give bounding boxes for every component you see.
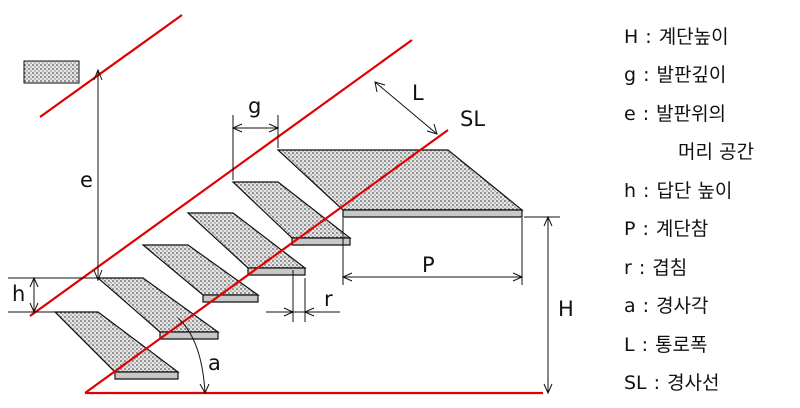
legend-item: e: 발판위의 (624, 99, 726, 126)
legend-item: P: 계단참 (624, 214, 708, 241)
legend-separator: : (653, 372, 661, 394)
label-e: e (80, 168, 93, 192)
tread-nosing-line (29, 39, 413, 317)
legend-text: 경사선 (667, 372, 720, 394)
ceiling-block (23, 60, 80, 84)
landing (276, 149, 524, 218)
legend-item: 머리 공간 (678, 137, 754, 164)
legend-key: e (624, 103, 636, 125)
dimension-lines (8, 68, 560, 395)
label-h: h (12, 282, 25, 306)
label-a: a (208, 351, 221, 375)
legend-separator: : (642, 103, 650, 125)
legend-text: 통로폭 (655, 334, 708, 356)
slope-line-SL (84, 129, 449, 394)
label-r: r (324, 287, 333, 311)
slope-lines (29, 14, 543, 395)
legend-text: 발판위의 (656, 103, 727, 125)
legend-text: 겹침 (652, 257, 688, 279)
step-1 (53, 311, 180, 380)
legend-item: SL: 경사선 (624, 368, 720, 395)
label-L: L (412, 81, 424, 105)
legend-key: L (624, 334, 635, 356)
stair-steps (53, 149, 524, 380)
head-clearance-line (39, 14, 183, 118)
legend-text: 머리 공간 (678, 141, 754, 163)
legend-item: H: 계단높이 (624, 22, 729, 49)
legend-text: 답단 높이 (656, 180, 733, 202)
legend-text: 발판깊이 (656, 64, 727, 86)
legend-key: r (624, 257, 632, 279)
label-P: P (422, 253, 435, 277)
legend-separator: : (642, 218, 649, 240)
legend-separator: : (641, 334, 648, 356)
legend-item: a: 경사각 (624, 291, 709, 318)
legend-key: P (624, 218, 636, 240)
legend-key: H (624, 26, 639, 48)
label-H: H (558, 297, 574, 321)
legend-separator: : (643, 180, 650, 202)
legend-key: h (624, 180, 637, 202)
legend-item: g: 발판깊이 (624, 60, 726, 87)
legend-text: 계단높이 (658, 26, 729, 48)
legend-separator: : (645, 26, 652, 48)
legend-separator: : (642, 295, 650, 317)
legend-item: r: 겹침 (624, 253, 687, 280)
legend-text: 계단참 (655, 218, 709, 240)
label-g: g (248, 94, 261, 118)
legend-item: h: 답단 높이 (624, 176, 732, 203)
label-SL: SL (460, 107, 485, 131)
legend-key: g (624, 64, 637, 86)
legend-separator: : (638, 257, 646, 279)
legend-key: a (624, 295, 636, 317)
legend-separator: : (643, 64, 650, 86)
dimension-labels: e g L SL h r P H a (12, 81, 574, 375)
legend-item: L: 통로폭 (624, 330, 707, 357)
legend-key: SL (624, 372, 647, 394)
legend-text: 경사각 (656, 295, 709, 317)
